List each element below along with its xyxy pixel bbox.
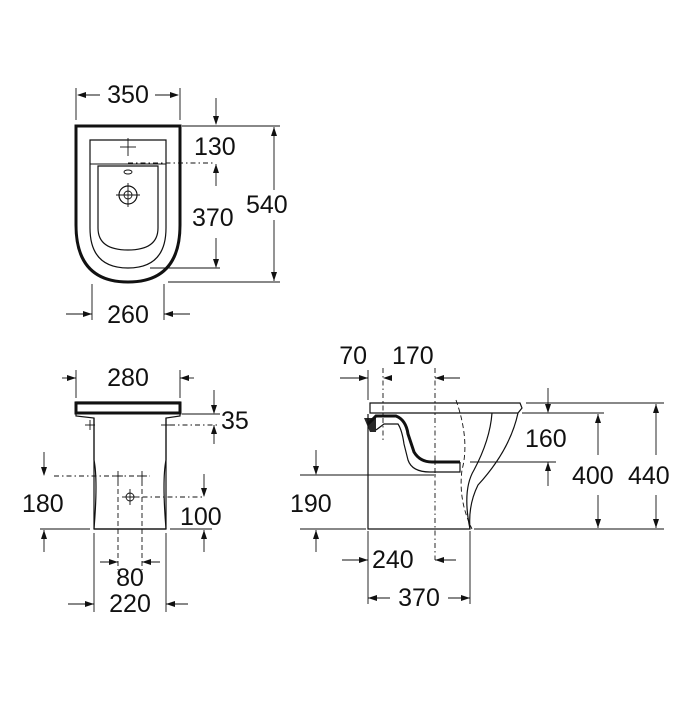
- dim-total-depth: 370: [398, 584, 440, 612]
- dim-outlet-height: 190: [290, 490, 332, 518]
- dim-bottom-width: 260: [107, 301, 149, 329]
- side-view: 70 170 160 400 440 190 240 370: [290, 342, 670, 612]
- dim-tap-height: 180: [22, 490, 64, 518]
- dim-total-height: 440: [628, 462, 670, 490]
- side-view-bowl: [366, 414, 460, 464]
- top-view-outline: [74, 124, 182, 284]
- dim-rear-offset: 70: [339, 342, 367, 370]
- top-view: 350 130 370 540 260: [66, 81, 288, 329]
- dim-fixing-height: 35: [221, 407, 249, 435]
- dim-tap-offset: 170: [392, 342, 434, 370]
- front-view: 280 35 180 100 80 220: [22, 364, 249, 618]
- dim-base-width: 220: [109, 590, 151, 618]
- side-view-body: [367, 412, 519, 530]
- dim-front-width: 280: [107, 364, 149, 392]
- dim-top-width: 350: [107, 81, 149, 109]
- dim-tap-to-rear: 370: [192, 204, 234, 232]
- dim-bowl-height: 400: [572, 462, 614, 490]
- dim-waste-height: 100: [180, 503, 222, 531]
- side-view-rim: [369, 402, 523, 414]
- top-view-basin: [97, 165, 159, 251]
- dim-rim-to-tap: 130: [194, 133, 236, 161]
- dim-fixing-spacing: 80: [116, 564, 144, 592]
- dim-depth-total: 540: [246, 191, 288, 219]
- dim-rim-to-outlet: 160: [525, 425, 567, 453]
- dim-base-depth: 240: [372, 546, 414, 574]
- top-view-bowl: [89, 139, 167, 269]
